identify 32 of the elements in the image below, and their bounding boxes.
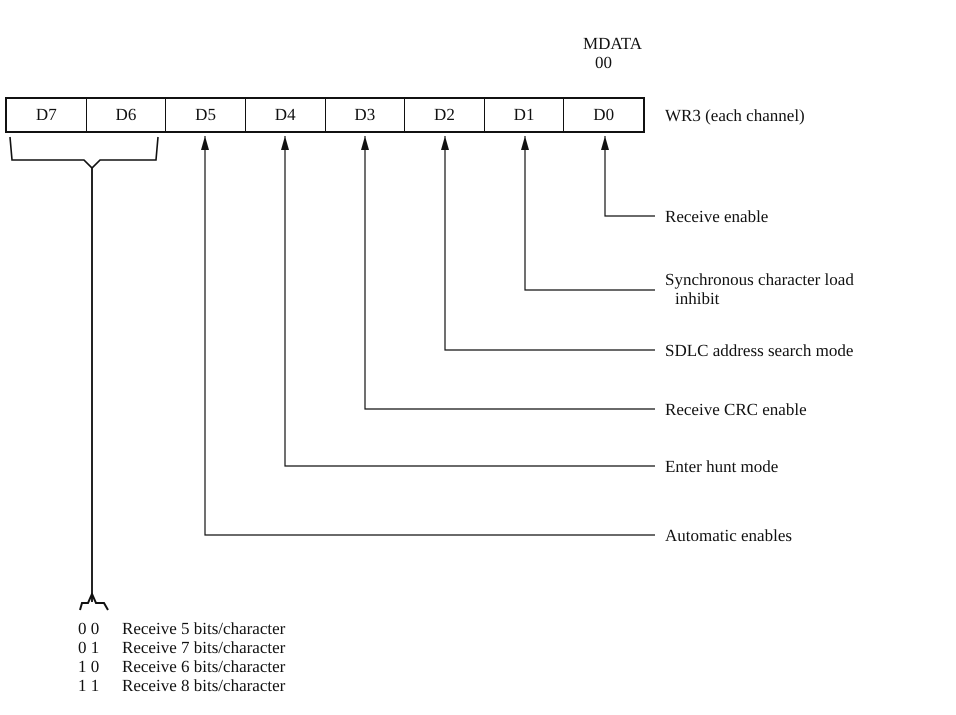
- table-description: Receive 6 bits/character: [122, 657, 286, 676]
- bit-values: 0 0: [78, 619, 100, 638]
- register-name: MDATA: [583, 34, 642, 53]
- bit-description: SDLC address search mode: [665, 341, 956, 360]
- bit-description: Receive enable: [665, 207, 956, 226]
- bit-values: 1 0: [78, 657, 100, 676]
- bit-cell: D4: [244, 99, 324, 131]
- bit-cell: D0: [563, 99, 643, 131]
- register-label: WR3 (each channel): [665, 106, 805, 125]
- table-description: Receive 8 bits/character: [122, 676, 286, 695]
- bit-cell: D1: [484, 99, 564, 131]
- table-description: Receive 7 bits/character: [122, 638, 286, 657]
- leader-arrow: [441, 136, 655, 351]
- bit-cell: D6: [86, 99, 166, 131]
- bit-cell: D5: [165, 99, 245, 131]
- leader-arrow: [601, 136, 655, 217]
- bit-description: Enter hunt mode: [665, 457, 956, 476]
- reset-value: 00: [595, 53, 612, 72]
- bit-description: Automatic enables: [665, 526, 956, 545]
- leader-arrow: [281, 136, 655, 467]
- bit-description: Receive CRC enable: [665, 400, 956, 419]
- table-description: Receive 5 bits/character: [122, 619, 286, 638]
- leader-arrow: [521, 136, 655, 291]
- leader-arrow: [201, 136, 655, 536]
- bit-cell: D7: [7, 99, 86, 131]
- bit-cell: D3: [324, 99, 404, 131]
- bit-values: 0 1: [78, 638, 100, 657]
- leader-arrow: [361, 136, 655, 410]
- brace-line: [91, 136, 159, 602]
- bit-description: Synchronous character load inhibit: [665, 270, 900, 308]
- bit-values: 1 1: [78, 676, 100, 695]
- bit-cell: D2: [404, 99, 484, 131]
